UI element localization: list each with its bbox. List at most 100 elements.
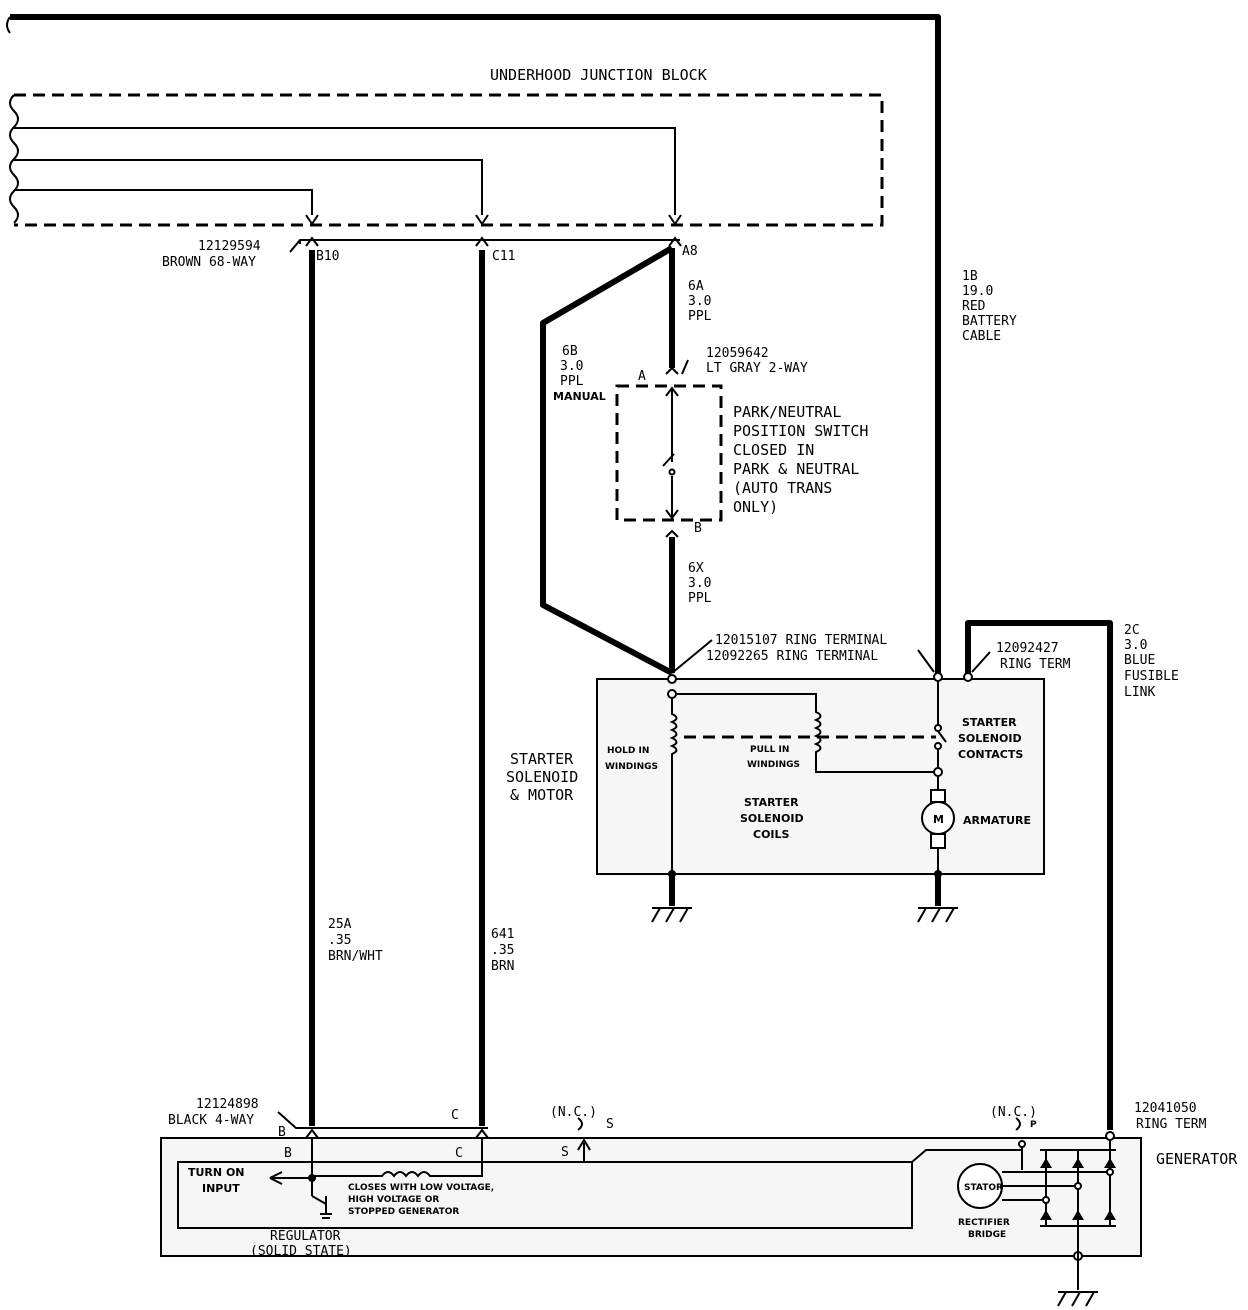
armature-label: ARMATURE xyxy=(963,814,1031,827)
stator-rectifier: STATOR RECTIFIER BRIDGE xyxy=(911,1140,1116,1307)
park-neutral-switch: PARK/NEUTRAL POSITION SWITCH CLOSED IN P… xyxy=(615,384,868,536)
conn-black-pn: 12124898 xyxy=(196,1097,259,1112)
pin-a: A xyxy=(638,369,646,384)
wire-2c-fusible-link: 12092427 RING TERM 2C 3.0 BLUE FUSIBLE L… xyxy=(965,620,1179,1130)
conn-brown-pn: 12129594 xyxy=(198,239,261,254)
conn-ltgray-desc: LT GRAY 2-WAY xyxy=(706,361,808,376)
w6x-line3: PPL xyxy=(688,591,712,606)
w6b-line1: 6B xyxy=(562,344,578,359)
w6a-line2: 3.0 xyxy=(688,294,711,309)
pns-line3: CLOSED IN xyxy=(733,441,814,459)
closes-line1: CLOSES WITH LOW VOLTAGE, xyxy=(348,1183,494,1193)
ssm-line2: SOLENOID xyxy=(506,768,578,786)
ring-terminal-1: 12015107 RING TERMINAL xyxy=(715,633,887,648)
ring4-desc: RING TERM xyxy=(1136,1117,1207,1132)
w25a-line3: BRN/WHT xyxy=(328,949,383,964)
ring3-pn: 12092427 xyxy=(996,641,1059,656)
ring3-desc: RING TERM xyxy=(1000,657,1071,672)
ssm-line1: STARTER xyxy=(510,750,574,768)
w1b-line4: BATTERY xyxy=(962,314,1017,329)
pin-a8: A8 xyxy=(682,244,698,259)
nc-p-label: (N.C.) xyxy=(990,1105,1037,1120)
w25a-line1: 25A xyxy=(328,917,352,932)
w25a-line2: .35 xyxy=(328,933,351,948)
regulator-line2: (SOLID STATE) xyxy=(250,1244,352,1259)
holdin-line2: WINDINGS xyxy=(605,762,658,772)
pullin-line2: WINDINGS xyxy=(747,760,800,770)
pns-line6: ONLY) xyxy=(733,498,778,516)
w1b-line3: RED xyxy=(962,299,986,314)
pin-b10: B10 xyxy=(316,249,339,264)
w1b-line2: 19.0 xyxy=(962,284,993,299)
w6b-line3: PPL xyxy=(560,374,584,389)
pin-gb-inner: B xyxy=(284,1146,292,1161)
w6b-line2: 3.0 xyxy=(560,359,583,374)
coils-line1: STARTER xyxy=(744,796,799,809)
solcontacts-line1: STARTER xyxy=(962,716,1017,729)
pin-gc-outer: C xyxy=(451,1108,459,1123)
ring4-pn: 12041050 xyxy=(1134,1101,1197,1116)
wire-25a: 25A .35 BRN/WHT xyxy=(309,250,383,1126)
battery-cable-label: 1B 19.0 RED BATTERY CABLE xyxy=(917,269,1017,673)
w2c-line3: BLUE xyxy=(1124,653,1155,668)
coils-line2: SOLENOID xyxy=(740,812,804,825)
pullin-line1: PULL IN xyxy=(750,745,789,755)
solcontacts-line2: SOLENOID xyxy=(958,732,1022,745)
junction-block-label: UNDERHOOD JUNCTION BLOCK xyxy=(490,66,707,84)
wire-6x: 6X 3.0 PPL xyxy=(665,529,712,673)
w641-line2: .35 xyxy=(491,943,514,958)
w2c-line4: FUSIBLE xyxy=(1124,669,1179,684)
rectifier-line2: BRIDGE xyxy=(968,1230,1006,1240)
closes-line3: STOPPED GENERATOR xyxy=(348,1207,459,1217)
ring-terminal-2: 12092265 RING TERMINAL xyxy=(706,649,878,664)
pns-line1: PARK/NEUTRAL xyxy=(733,403,841,421)
starter-solenoid-motor: M HOLD IN WINDINGS PULL IN WINDINGS STAR… xyxy=(506,672,1045,923)
pin-c11: C11 xyxy=(492,249,515,264)
wire-641: 641 .35 BRN xyxy=(479,250,514,1126)
solenoid-ring-terminals: 12015107 RING TERMINAL 12092265 RING TER… xyxy=(671,633,887,674)
w6b-line4: MANUAL xyxy=(553,390,606,403)
coils-line3: COILS xyxy=(753,828,790,841)
pns-line5: (AUTO TRANS xyxy=(733,479,832,497)
ssm-line3: & MOTOR xyxy=(510,786,574,804)
battery-cable-1b xyxy=(6,14,941,675)
rectifier-line1: RECTIFIER xyxy=(958,1218,1010,1228)
ltgray-connector: 12059642 LT GRAY 2-WAY A xyxy=(638,346,808,384)
w641-line3: BRN xyxy=(491,959,514,974)
regulator: TURN ON INPUT CLOSES WITH LOW VOLTAGE, H… xyxy=(177,1138,913,1259)
solcontacts-line3: CONTACTS xyxy=(958,748,1023,761)
wire-6b-manual: 6B 3.0 PPL MANUAL xyxy=(540,245,674,676)
nc-s-label: (N.C.) xyxy=(550,1105,597,1120)
pin-gb-outer: B xyxy=(278,1125,286,1140)
stator-label: STATOR xyxy=(964,1183,1003,1193)
wire-6a: 6A 3.0 PPL xyxy=(669,248,712,368)
regulator-line1: REGULATOR xyxy=(270,1229,341,1244)
w2c-line2: 3.0 xyxy=(1124,638,1147,653)
conn-ltgray-pn: 12059642 xyxy=(706,346,769,361)
turn-on-line1: TURN ON xyxy=(188,1166,245,1179)
conn-black-desc: BLACK 4-WAY xyxy=(168,1113,254,1128)
pns-line2: POSITION SWITCH xyxy=(733,422,868,440)
pin-gc-inner: C xyxy=(455,1146,463,1161)
conn-brown-desc: BROWN 68-WAY xyxy=(162,255,256,270)
junction-block-connector: 12129594 BROWN 68-WAY B10 C11 A8 xyxy=(162,236,698,270)
underhood-junction-block: UNDERHOOD JUNCTION BLOCK xyxy=(9,66,884,227)
pin-gs-inner: S xyxy=(561,1145,569,1160)
w1b-line5: CABLE xyxy=(962,329,1001,344)
turn-on-line2: INPUT xyxy=(202,1182,240,1195)
w1b-line1: 1B xyxy=(962,269,978,284)
motor-symbol-m: M xyxy=(933,813,944,826)
w2c-line1: 2C xyxy=(1124,623,1140,638)
w6a-line3: PPL xyxy=(688,309,712,324)
generator-label: GENERATOR xyxy=(1156,1150,1238,1168)
closes-line2: HIGH VOLTAGE OR xyxy=(348,1195,439,1205)
pin-gp-outer: P xyxy=(1030,1120,1037,1130)
generator-connector: 12124898 BLACK 4-WAY B C (N.C.) S (N.C.)… xyxy=(168,1097,1238,1168)
w2c-line5: LINK xyxy=(1124,685,1155,700)
pns-line4: PARK & NEUTRAL xyxy=(733,460,859,478)
holdin-line1: HOLD IN xyxy=(607,746,649,756)
w6x-line1: 6X xyxy=(688,561,704,576)
w6a-line1: 6A xyxy=(688,279,704,294)
pin-gs-outer: S xyxy=(606,1117,614,1132)
